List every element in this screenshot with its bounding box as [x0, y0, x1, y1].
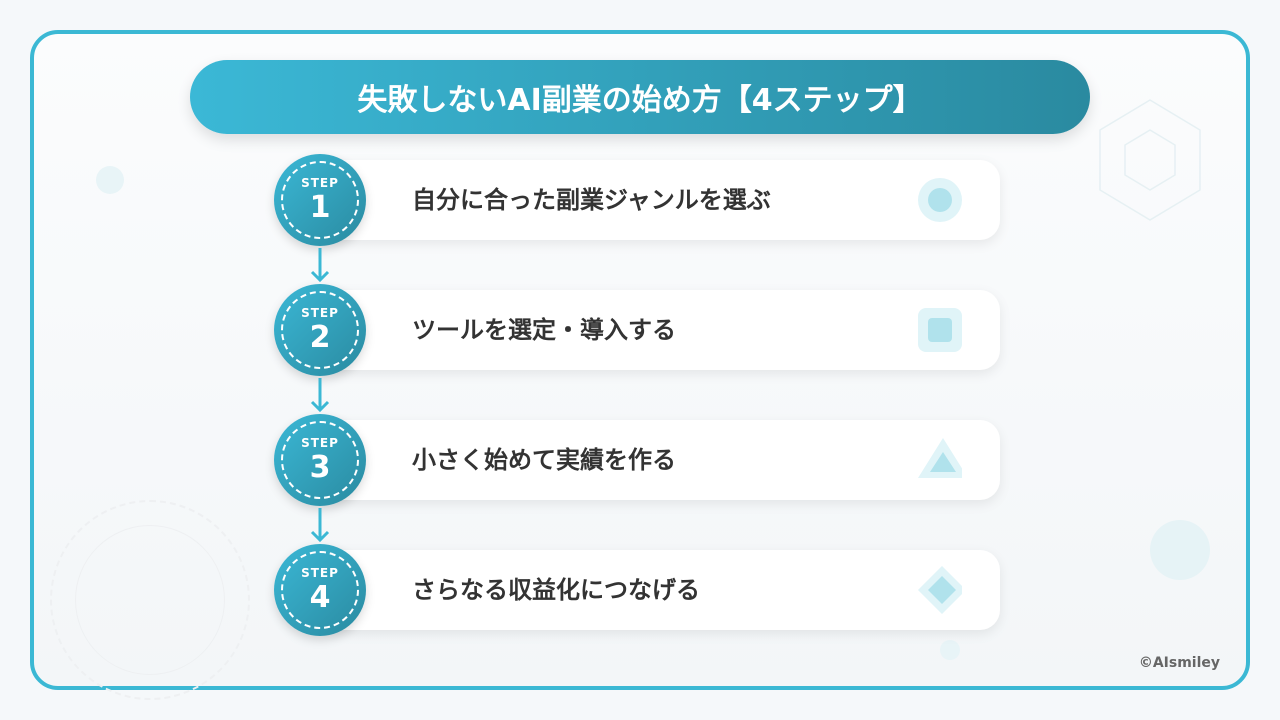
- diamond-icon: [918, 566, 962, 614]
- triangle-icon: [918, 438, 962, 482]
- decor-dot: [940, 640, 960, 660]
- step-prefix: STEP: [301, 176, 339, 190]
- step-number: 1: [309, 190, 331, 225]
- square-icon: [918, 308, 962, 352]
- step-label: 小さく始めて実績を作る: [412, 446, 676, 474]
- step-prefix: STEP: [301, 306, 339, 320]
- arrow-down-icon: [310, 248, 330, 283]
- step-number: 4: [309, 580, 331, 615]
- decor-dot: [96, 166, 124, 194]
- step-card-4: さらなる収益化につなげる: [320, 550, 1000, 630]
- step-card-3: 小さく始めて実績を作る: [320, 420, 1000, 500]
- step-number: 2: [309, 320, 331, 355]
- circle-icon: [918, 178, 962, 222]
- decor-dot: [1150, 520, 1210, 580]
- page-title: 失敗しないAI副業の始め方【4ステップ】: [190, 60, 1090, 134]
- step-card-1: 自分に合った副業ジャンルを選ぶ: [320, 160, 1000, 240]
- step-label: 自分に合った副業ジャンルを選ぶ: [412, 186, 771, 214]
- step-card-2: ツールを選定・導入する: [320, 290, 1000, 370]
- step-label: さらなる収益化につなげる: [412, 576, 700, 604]
- copyright: ©AIsmiley: [1138, 655, 1220, 671]
- arrow-down-icon: [310, 508, 330, 543]
- step-prefix: STEP: [301, 436, 339, 450]
- step-label: ツールを選定・導入する: [412, 316, 676, 344]
- decor-ring: [75, 525, 225, 675]
- step-number: 3: [309, 450, 331, 485]
- step-prefix: STEP: [301, 566, 339, 580]
- decor-ring: [50, 500, 250, 700]
- arrow-down-icon: [310, 378, 330, 413]
- hexagon-decor-icon: [1099, 99, 1201, 221]
